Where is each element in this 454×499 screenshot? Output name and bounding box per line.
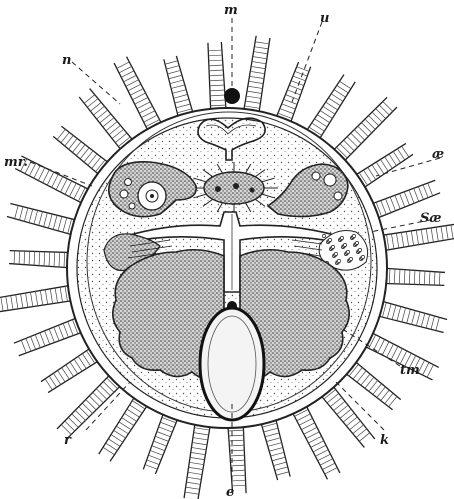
central-ganglion	[190, 162, 278, 214]
mouth-opening	[224, 88, 240, 104]
label-sae: Sæ	[420, 211, 442, 226]
label-e: e	[226, 485, 234, 499]
central-stomach	[200, 308, 264, 420]
label-k: k	[380, 433, 389, 448]
label-u: u	[320, 11, 329, 26]
tentacle-band	[243, 36, 270, 119]
tentacle-band	[378, 268, 445, 286]
tentacle-band	[228, 419, 247, 494]
label-r: r	[64, 433, 72, 448]
tentacle-band	[376, 224, 454, 252]
label-mr: mr.	[4, 155, 28, 170]
tentacle-band	[208, 42, 227, 117]
tentacle-band	[0, 284, 78, 312]
tentacle-band	[9, 251, 76, 269]
tentacle-band	[184, 417, 211, 499]
label-m: m	[224, 3, 238, 18]
label-tm: tm	[400, 363, 420, 378]
label-n: n	[62, 53, 71, 68]
label-ae: æ	[432, 147, 444, 162]
